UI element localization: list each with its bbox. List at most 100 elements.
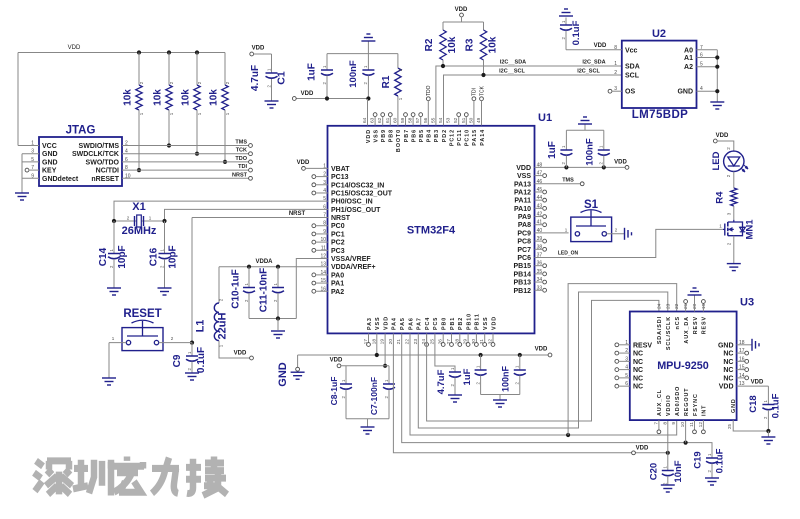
svg-text:C1: C1 — [276, 71, 288, 85]
svg-text:1: 1 — [614, 61, 617, 67]
svg-text:NC: NC — [633, 359, 643, 366]
svg-text:2: 2 — [515, 382, 520, 385]
svg-text:NC: NC — [633, 384, 643, 391]
svg-text:1: 1 — [625, 340, 628, 346]
svg-text:3: 3 — [614, 86, 617, 92]
svg-text:2: 2 — [384, 396, 389, 399]
svg-text:NC: NC — [723, 367, 733, 374]
svg-text:63: 63 — [370, 117, 376, 123]
svg-text:17: 17 — [363, 339, 369, 345]
svg-text:VSS: VSS — [517, 173, 531, 180]
svg-text:26MHz: 26MHz — [122, 225, 157, 237]
svg-text:C20: C20 — [649, 463, 660, 480]
svg-text:48: 48 — [537, 162, 543, 168]
svg-text:5: 5 — [625, 373, 628, 379]
svg-text:2: 2 — [561, 37, 566, 40]
svg-text:PA13: PA13 — [514, 181, 531, 188]
svg-text:10pF: 10pF — [168, 245, 179, 268]
svg-text:10k: 10k — [447, 36, 458, 53]
svg-text:1: 1 — [763, 400, 768, 403]
svg-text:R3: R3 — [465, 38, 476, 51]
svg-text:62: 62 — [377, 117, 383, 123]
svg-text:1: 1 — [219, 344, 224, 347]
svg-text:2: 2 — [109, 265, 114, 268]
svg-text:10pF: 10pF — [117, 245, 128, 268]
svg-text:58: 58 — [408, 117, 414, 123]
svg-text:39: 39 — [537, 236, 543, 242]
svg-text:NC: NC — [723, 351, 733, 358]
svg-text:PB13: PB13 — [513, 280, 531, 287]
svg-text:2: 2 — [726, 147, 731, 150]
svg-text:A1: A1 — [684, 55, 693, 62]
svg-text:PH0/OSC_IN: PH0/OSC_IN — [331, 199, 373, 206]
svg-text:PA12: PA12 — [514, 189, 531, 196]
svg-text:2: 2 — [219, 298, 224, 301]
svg-text:VDD: VDD — [297, 160, 310, 166]
svg-text:VSS: VSS — [373, 129, 379, 143]
svg-text:6: 6 — [323, 204, 326, 210]
svg-text:PA2: PA2 — [331, 289, 344, 296]
svg-text:32: 32 — [488, 339, 494, 345]
svg-text:VDDA: VDDA — [255, 259, 273, 265]
svg-text:1uF: 1uF — [462, 368, 473, 385]
svg-text:1: 1 — [450, 367, 455, 370]
svg-text:2: 2 — [561, 162, 566, 165]
svg-text:KEY: KEY — [42, 168, 57, 175]
svg-text:1: 1 — [266, 68, 271, 71]
svg-text:PA3: PA3 — [367, 317, 373, 330]
svg-text:PB10: PB10 — [466, 313, 472, 330]
svg-text:PC2: PC2 — [331, 240, 345, 247]
svg-text:PB0: PB0 — [442, 317, 448, 330]
svg-text:GND: GND — [731, 398, 737, 413]
svg-text:1: 1 — [323, 163, 326, 169]
svg-text:VDD: VDD — [636, 446, 649, 452]
svg-text:PB15: PB15 — [513, 263, 531, 270]
svg-text:PB14: PB14 — [513, 271, 531, 278]
svg-text:22: 22 — [674, 303, 680, 309]
svg-text:PC14/OSC32_IN: PC14/OSC32_IN — [331, 182, 384, 189]
svg-text:PA8: PA8 — [518, 222, 531, 229]
svg-text:2: 2 — [663, 482, 668, 485]
svg-text:RESET: RESET — [123, 308, 161, 320]
svg-text:2: 2 — [159, 265, 164, 268]
svg-text:SDA: SDA — [625, 64, 640, 71]
svg-text:PA0: PA0 — [331, 272, 344, 279]
svg-text:VSS: VSS — [375, 317, 381, 331]
svg-text:C11-10nF: C11-10nF — [259, 268, 270, 312]
svg-text:PA11: PA11 — [514, 198, 531, 205]
svg-text:2: 2 — [273, 299, 278, 302]
svg-text:VSS: VSS — [483, 317, 489, 331]
svg-text:1uF: 1uF — [547, 141, 558, 159]
svg-text:2: 2 — [726, 174, 731, 177]
svg-text:100nF: 100nF — [501, 365, 511, 392]
svg-text:2: 2 — [625, 348, 628, 354]
svg-text:55: 55 — [430, 117, 436, 123]
svg-text:A2: A2 — [684, 64, 693, 71]
svg-text:I2C_SDA: I2C_SDA — [582, 60, 605, 66]
svg-text:SWDIO/TMS: SWDIO/TMS — [79, 143, 120, 150]
svg-text:53: 53 — [446, 117, 452, 123]
svg-text:52: 52 — [453, 117, 459, 123]
svg-text:RESV: RESV — [702, 316, 708, 334]
svg-text:GND: GND — [677, 89, 693, 96]
svg-text:PA9: PA9 — [518, 214, 531, 221]
svg-text:VSSA/VREF: VSSA/VREF — [331, 256, 371, 263]
svg-text:27: 27 — [446, 339, 452, 345]
svg-text:4.7uF: 4.7uF — [250, 65, 261, 91]
svg-text:3: 3 — [625, 356, 628, 362]
svg-text:VDD: VDD — [751, 380, 764, 386]
svg-text:TCK: TCK — [236, 148, 247, 154]
svg-text:17: 17 — [739, 348, 745, 354]
svg-text:1: 1 — [112, 336, 115, 341]
svg-text:C8-1uF: C8-1uF — [329, 377, 339, 406]
svg-text:36: 36 — [537, 261, 543, 267]
svg-text:LED: LED — [711, 151, 722, 170]
svg-text:PB3: PB3 — [434, 129, 440, 142]
svg-text:VDD: VDD — [716, 133, 729, 139]
svg-text:VDDIO: VDDIO — [666, 394, 672, 416]
svg-text:GND: GND — [277, 362, 289, 387]
svg-text:2: 2 — [398, 68, 403, 71]
svg-text:1: 1 — [561, 145, 566, 148]
svg-text:19: 19 — [380, 339, 386, 345]
svg-text:AUX_DA: AUX_DA — [684, 316, 690, 344]
